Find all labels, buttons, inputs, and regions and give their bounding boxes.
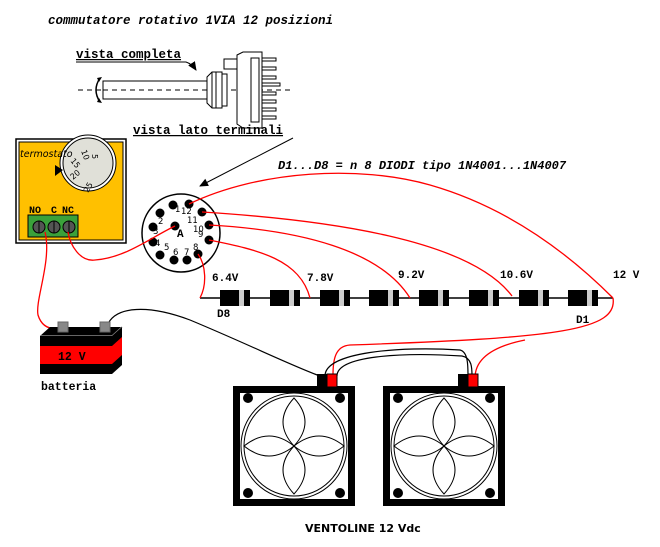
- diode-3: [469, 290, 499, 306]
- voltage-label-12: 12 V: [613, 270, 640, 282]
- voltage-label-9-2: 9.2V: [398, 270, 425, 282]
- rotary-switch-side-view: [78, 51, 293, 129]
- fan-2: [383, 386, 505, 506]
- diode-8: [220, 290, 250, 306]
- label-terminal-view: vista lato terminali: [133, 124, 283, 138]
- label-full-view: vista completa: [76, 48, 182, 62]
- diode-chain: [200, 290, 613, 306]
- terminal-label-no: NO: [29, 206, 41, 217]
- pin-label-7: 7: [184, 248, 189, 258]
- common-label: A: [177, 229, 184, 241]
- diode-label-d1: D1: [576, 315, 590, 327]
- fan-connector-1: [317, 373, 338, 388]
- terminal-label-c: C: [51, 206, 57, 217]
- pin-label-3: 3: [153, 227, 158, 237]
- thermostat: [15, 134, 127, 244]
- battery: [40, 321, 123, 374]
- dial-mark-10: 10: [79, 149, 91, 162]
- diode-label-d8: D8: [217, 309, 231, 321]
- pin-label-2: 2: [158, 217, 163, 227]
- rotary-switch-terminal-view: [141, 193, 221, 273]
- pin-label-4: 4: [155, 239, 160, 249]
- diagram-title: commutatore rotativo 1VIA 12 posizioni: [48, 14, 333, 28]
- dial-mark-25: 25: [82, 181, 95, 194]
- voltage-label-10-6: 10.6V: [500, 270, 533, 282]
- pin-label-11: 11: [187, 216, 198, 226]
- diode-4: [419, 290, 449, 306]
- fan-1: [233, 386, 355, 506]
- dial-pointer-icon: [55, 165, 63, 176]
- diode-2: [519, 290, 549, 306]
- pin-label-8: 8: [193, 243, 198, 253]
- pin-label-12: 12: [181, 207, 192, 217]
- pin-label-6: 6: [173, 248, 178, 258]
- fans: [233, 373, 505, 506]
- voltage-label-7-8: 7.8V: [307, 273, 334, 285]
- diode-1: [568, 290, 598, 306]
- pin-label-1: 1: [175, 205, 180, 215]
- pin-label-9: 9: [198, 230, 203, 240]
- battery-caption: batteria: [41, 381, 96, 394]
- fan-connector-2: [458, 373, 479, 388]
- diode-5: [369, 290, 399, 306]
- diode-7: [270, 290, 300, 306]
- diode-note: D1...D8 = n 8 DIODI tipo 1N4001...1N4007: [278, 159, 567, 173]
- voltage-label-6-4: 6.4V: [212, 273, 239, 285]
- black-wires: [106, 308, 473, 377]
- thermostat-label: termostato: [20, 149, 73, 160]
- diode-6: [320, 290, 350, 306]
- battery-voltage-label: 12 V: [58, 351, 86, 364]
- pin-label-10: 10: [193, 225, 204, 235]
- red-wires: [37, 172, 614, 379]
- pin-label-5: 5: [164, 243, 169, 253]
- dial-mark-5: 5: [90, 154, 99, 159]
- fans-caption: VENTOLINE 12 Vdc: [305, 522, 421, 535]
- terminal-label-nc: NC: [62, 206, 74, 217]
